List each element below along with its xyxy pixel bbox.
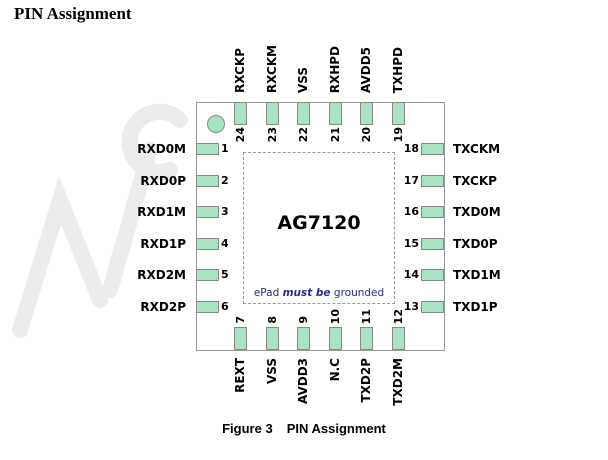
- pin-label: TXCKP: [453, 173, 497, 188]
- pin-number: 1: [221, 142, 229, 155]
- pin-number: 18: [403, 142, 419, 155]
- pin-pad-3: [196, 206, 219, 218]
- pin-number: 23: [265, 127, 279, 143]
- pin-number: 7: [234, 316, 247, 324]
- caption-figure: Figure 3: [222, 421, 273, 436]
- pin-number: 17: [403, 173, 419, 187]
- pin-number: 21: [328, 127, 342, 143]
- pin-pad-13: [421, 300, 444, 313]
- pin-label: RXD0M: [137, 142, 186, 156]
- pin-pad-23: [265, 102, 279, 125]
- caption-text: PIN Assignment: [286, 421, 386, 436]
- pin-pad-22: [297, 102, 310, 125]
- pin-pad-18: [421, 143, 444, 155]
- pin-number: 6: [221, 299, 229, 313]
- epad-note: ePad must be grounded: [243, 287, 395, 299]
- pin-pad-7: [234, 327, 247, 350]
- pin-number: 15: [403, 236, 419, 250]
- pin-number: 8: [265, 316, 279, 324]
- pin-pad-10: [328, 327, 342, 350]
- epad-note-prefix: ePad: [253, 287, 283, 299]
- pin-number: 10: [328, 308, 342, 324]
- pin-pad-15: [421, 237, 444, 250]
- watermark-stroke: [12, 175, 108, 338]
- pin-label: TXD2P: [359, 358, 373, 403]
- pin-pad-4: [196, 237, 219, 250]
- pin-label: TXD1M: [453, 268, 501, 282]
- pin-pad-8: [265, 327, 279, 350]
- pin1-marker: [207, 115, 225, 133]
- pin-number: 22: [297, 127, 310, 143]
- figure-caption: Figure 3 PIN Assignment: [0, 421, 608, 436]
- pin-pad-21: [328, 102, 342, 125]
- pin-number: 19: [391, 127, 405, 143]
- epad-note-suffix: grounded: [330, 287, 385, 299]
- pin-pad-5: [196, 269, 219, 281]
- pin-label: RXD1M: [137, 205, 186, 219]
- pin-number: 5: [221, 268, 229, 281]
- pin-label: VSS: [296, 66, 310, 93]
- pin-pad-1: [196, 143, 219, 155]
- chip-body: [196, 102, 445, 351]
- pin-pad-9: [297, 327, 310, 350]
- pin-number: 14: [403, 268, 419, 281]
- pin-label: RXCKM: [264, 44, 279, 93]
- pin-label: RXCKP: [233, 48, 247, 93]
- epad-outline: [243, 152, 395, 304]
- pin-label: TXD0P: [453, 236, 498, 251]
- pin-number: 13: [403, 299, 419, 313]
- pin-label: RXHPD: [327, 45, 342, 93]
- pin-label: RXD1P: [140, 236, 186, 251]
- pin-label: AVDD3: [296, 358, 310, 405]
- pin-number: 16: [403, 205, 419, 218]
- pin-pad-14: [421, 269, 444, 281]
- pin-label: RXD2P: [140, 299, 186, 314]
- pin-number: 24: [234, 127, 247, 143]
- pin-pad-2: [196, 174, 219, 187]
- pin-label: RXD2M: [137, 268, 186, 282]
- pin-number: 3: [221, 205, 229, 218]
- pin-pad-17: [421, 174, 444, 187]
- pin-pad-20: [360, 102, 373, 125]
- pin-number: 4: [221, 236, 229, 250]
- pin-number: 9: [297, 316, 310, 324]
- section-title: PIN Assignment: [14, 4, 132, 23]
- pin-number: 11: [360, 308, 373, 324]
- pin-label: TXD0M: [453, 205, 501, 219]
- pin-label: AVDD5: [359, 46, 373, 93]
- pin-pad-11: [360, 327, 373, 350]
- pin-pad-24: [234, 102, 247, 125]
- pin-number: 20: [360, 127, 373, 143]
- pin-label: VSS: [264, 358, 279, 385]
- pin-label: RXD0P: [140, 173, 186, 188]
- pin-label: TXD2M: [390, 358, 405, 406]
- pin-pad-12: [391, 327, 405, 350]
- pin-pad-19: [391, 102, 405, 125]
- pin-number: 12: [391, 308, 405, 324]
- pin-label: N.C: [327, 358, 342, 382]
- pin-label: REXT: [233, 358, 247, 393]
- epad-note-emphasis: must be: [282, 287, 331, 299]
- pin-number: 2: [221, 173, 229, 187]
- pin-pad-16: [421, 206, 444, 218]
- pin-label: TXD1P: [453, 299, 498, 314]
- pin-label: TXHPD: [390, 46, 405, 93]
- pin-pad-6: [196, 300, 219, 313]
- pin-label: TXCKM: [453, 142, 501, 156]
- chip-name: AG7120: [277, 212, 361, 234]
